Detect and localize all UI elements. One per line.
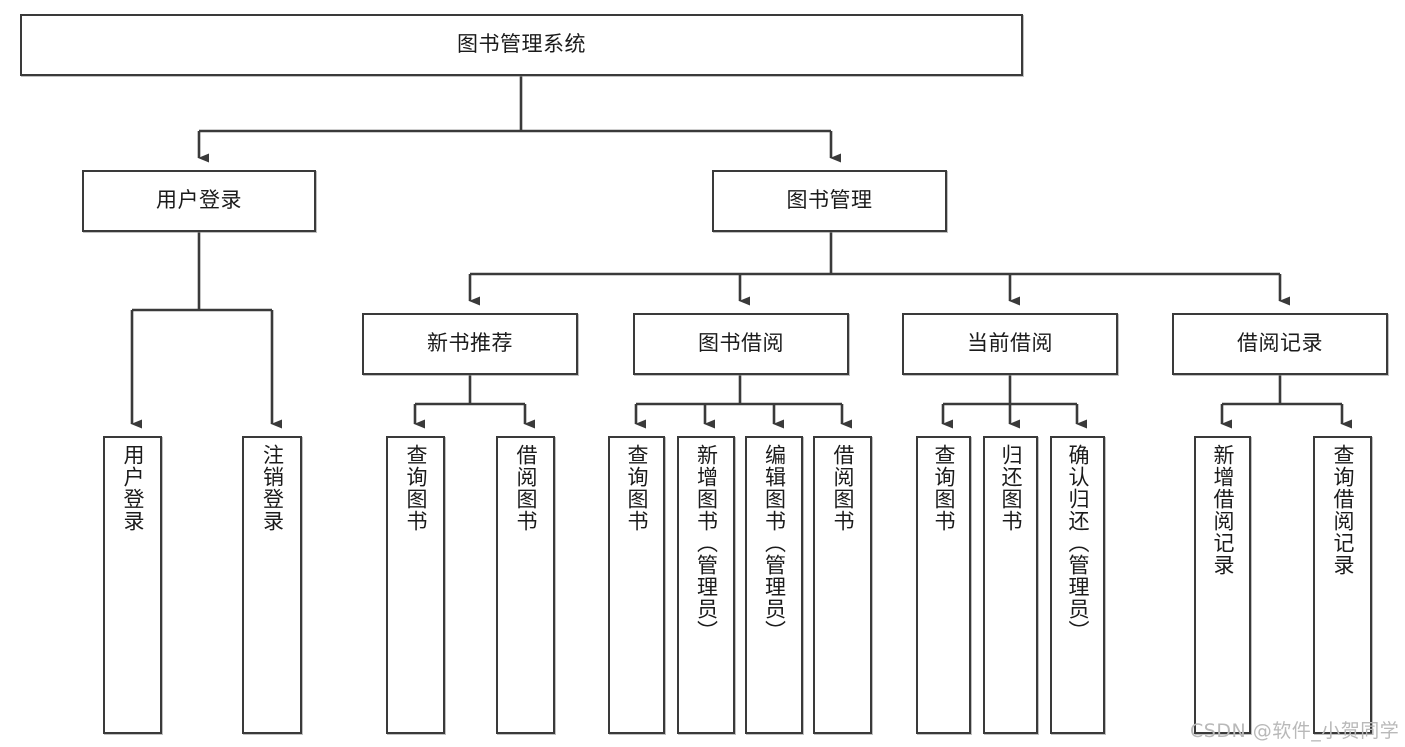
- node-root-system[interactable]: 图书管理系统: [20, 14, 1023, 76]
- leaf-borrow-query-book[interactable]: 查询图书: [608, 436, 665, 734]
- node-label: 当前借阅: [967, 331, 1053, 356]
- node-borrow-record[interactable]: 借阅记录: [1172, 313, 1388, 375]
- node-label: 确认归还（管理员）: [1065, 444, 1090, 642]
- node-label: 借阅图书: [513, 444, 538, 532]
- node-user-login[interactable]: 用户登录: [82, 170, 316, 232]
- leaf-user-login-logout[interactable]: 注销登录: [242, 436, 302, 734]
- node-label: 新增图书（管理员）: [694, 444, 719, 642]
- leaf-borrow-edit-book-admin[interactable]: 编辑图书（管理员）: [745, 436, 803, 734]
- node-label: 借阅图书: [830, 444, 855, 532]
- leaf-record-add-record[interactable]: 新增借阅记录: [1194, 436, 1251, 734]
- node-label: 归还图书: [998, 444, 1023, 532]
- node-label: 查询图书: [931, 444, 956, 532]
- node-label: 注销登录: [260, 444, 285, 532]
- node-label: 查询借阅记录: [1330, 444, 1355, 576]
- node-label: 借阅记录: [1237, 331, 1323, 356]
- leaf-record-query-record[interactable]: 查询借阅记录: [1313, 436, 1372, 734]
- node-book-borrow[interactable]: 图书借阅: [633, 313, 849, 375]
- leaf-borrow-borrow-book[interactable]: 借阅图书: [813, 436, 872, 734]
- leaf-current-query-book[interactable]: 查询图书: [916, 436, 971, 734]
- leaf-current-return-book[interactable]: 归还图书: [983, 436, 1038, 734]
- node-label: 图书借阅: [698, 331, 784, 356]
- node-label: 图书管理系统: [457, 32, 586, 57]
- leaf-recommend-query-book[interactable]: 查询图书: [386, 436, 445, 734]
- node-label: 查询图书: [624, 444, 649, 532]
- leaf-user-login-login[interactable]: 用户登录: [103, 436, 162, 734]
- node-label: 编辑图书（管理员）: [762, 444, 787, 642]
- leaf-current-confirm-return-admin[interactable]: 确认归还（管理员）: [1050, 436, 1105, 734]
- leaf-borrow-add-book-admin[interactable]: 新增图书（管理员）: [677, 436, 735, 734]
- node-book-management[interactable]: 图书管理: [712, 170, 947, 232]
- leaf-recommend-borrow-book[interactable]: 借阅图书: [496, 436, 555, 734]
- csdn-watermark: CSDN @软件_小贺同学: [1190, 720, 1400, 742]
- node-current-borrow[interactable]: 当前借阅: [902, 313, 1118, 375]
- node-label: 新书推荐: [427, 331, 513, 356]
- node-label: 新增借阅记录: [1210, 444, 1235, 576]
- node-new-book-recommend[interactable]: 新书推荐: [362, 313, 578, 375]
- node-label: 图书管理: [786, 188, 873, 213]
- node-label: 用户登录: [120, 444, 145, 532]
- node-label: 查询图书: [403, 444, 428, 532]
- node-label: 用户登录: [156, 188, 242, 213]
